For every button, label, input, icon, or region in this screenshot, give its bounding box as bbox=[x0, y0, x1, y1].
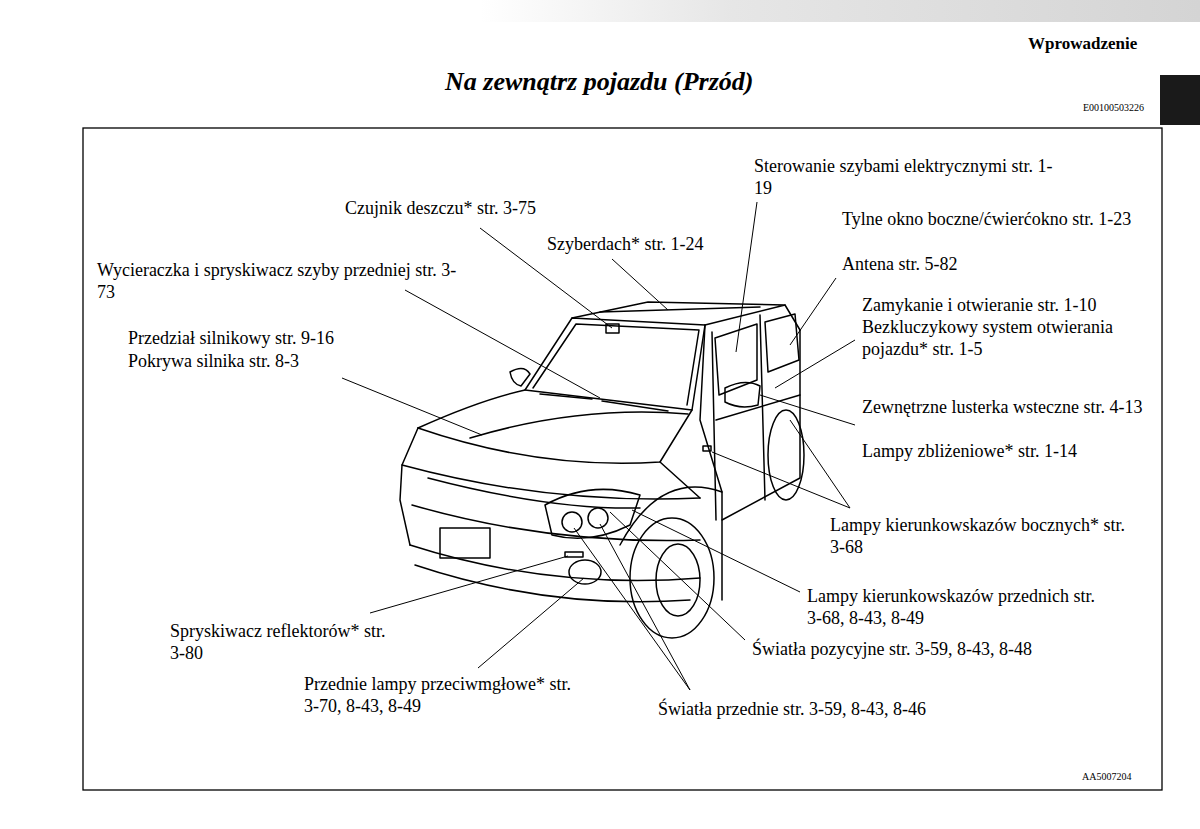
callout-label: Lampy kierunkowskazów przednich str. 3-6… bbox=[807, 585, 1113, 629]
callout-label: Przednie lampy przeciwmgłowe* str. 3-70,… bbox=[304, 673, 586, 717]
callout-label: Światła przednie str. 3-59, 8-43, 8-46 bbox=[658, 698, 926, 720]
callout-label: Przedział silnikowy str. 9-16 bbox=[128, 327, 334, 349]
section-header: Wprowadzenie bbox=[1028, 33, 1137, 55]
page-title: Na zewnątrz pojazdu (Przód) bbox=[445, 66, 753, 98]
callout-label: Zamykanie i otwieranie str. 1-10 bbox=[862, 294, 1096, 316]
callout-label: Lampy kierunkowskazów bocznych* str. 3-6… bbox=[830, 514, 1142, 558]
callout-label: Pokrywa silnika str. 8-3 bbox=[128, 350, 299, 372]
callout-label: Zewnętrzne lusterka wsteczne str. 4-13 bbox=[862, 396, 1150, 418]
section-tab bbox=[1160, 75, 1200, 125]
callout-label: Bezkluczykowy system otwierania pojazdu*… bbox=[862, 316, 1126, 360]
callout-label: Tylne okno boczne/ćwierćokno str. 1-23 bbox=[842, 208, 1134, 230]
callout-label: Światła pozycyjne str. 3-59, 8-43, 8-48 bbox=[752, 638, 1032, 660]
header-band bbox=[480, 0, 1200, 22]
callout-label: Lampy zbliżeniowe* str. 1-14 bbox=[862, 440, 1077, 462]
callout-label: Antena str. 5-82 bbox=[842, 253, 957, 275]
frame bbox=[83, 128, 1162, 790]
figure-code: AA5007204 bbox=[1082, 771, 1131, 783]
callout-label: Czujnik deszczu* str. 3-75 bbox=[345, 197, 536, 219]
callout-label: Szyberdach* str. 1-24 bbox=[547, 233, 703, 255]
callout-label: Sterowanie szybami elektrycznymi str. 1-… bbox=[754, 155, 1054, 199]
callout-label: Spryskiwacz reflektorów* str. 3-80 bbox=[170, 620, 392, 664]
callout-label: Wycieraczka i spryskiwacz szyby przednie… bbox=[97, 259, 459, 303]
document-code: E00100503226 bbox=[1083, 102, 1144, 114]
car-outline bbox=[400, 302, 804, 638]
